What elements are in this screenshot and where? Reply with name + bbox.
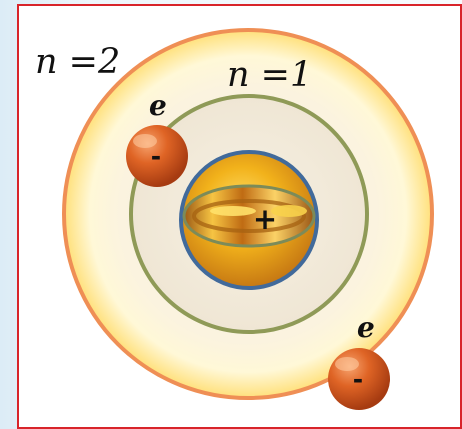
outer-orbit-label: n =2 xyxy=(35,42,120,82)
nucleus-band-highlight xyxy=(210,206,256,216)
electron-upper-highlight xyxy=(133,134,157,148)
diagram-frame: + n =2 n =1 e - e - xyxy=(17,4,462,429)
bohr-atom-diagram: + n =2 n =1 e - e - xyxy=(19,6,460,427)
electron-label-lower: e xyxy=(357,311,375,344)
electron-label-upper: e xyxy=(149,89,167,122)
electron-lower-charge: - xyxy=(353,365,363,394)
electron-upper-charge: - xyxy=(151,142,161,171)
nucleus-band-highlight-right xyxy=(271,205,307,217)
nucleus-charge-symbol: + xyxy=(253,202,277,236)
inner-orbit xyxy=(129,94,369,334)
nucleus-band-middle xyxy=(192,199,306,233)
inner-orbit-label: n =1 xyxy=(227,55,312,95)
electron-lower-highlight xyxy=(335,357,359,371)
outer-orbit xyxy=(62,28,434,400)
nucleus-band-outer xyxy=(182,184,316,248)
